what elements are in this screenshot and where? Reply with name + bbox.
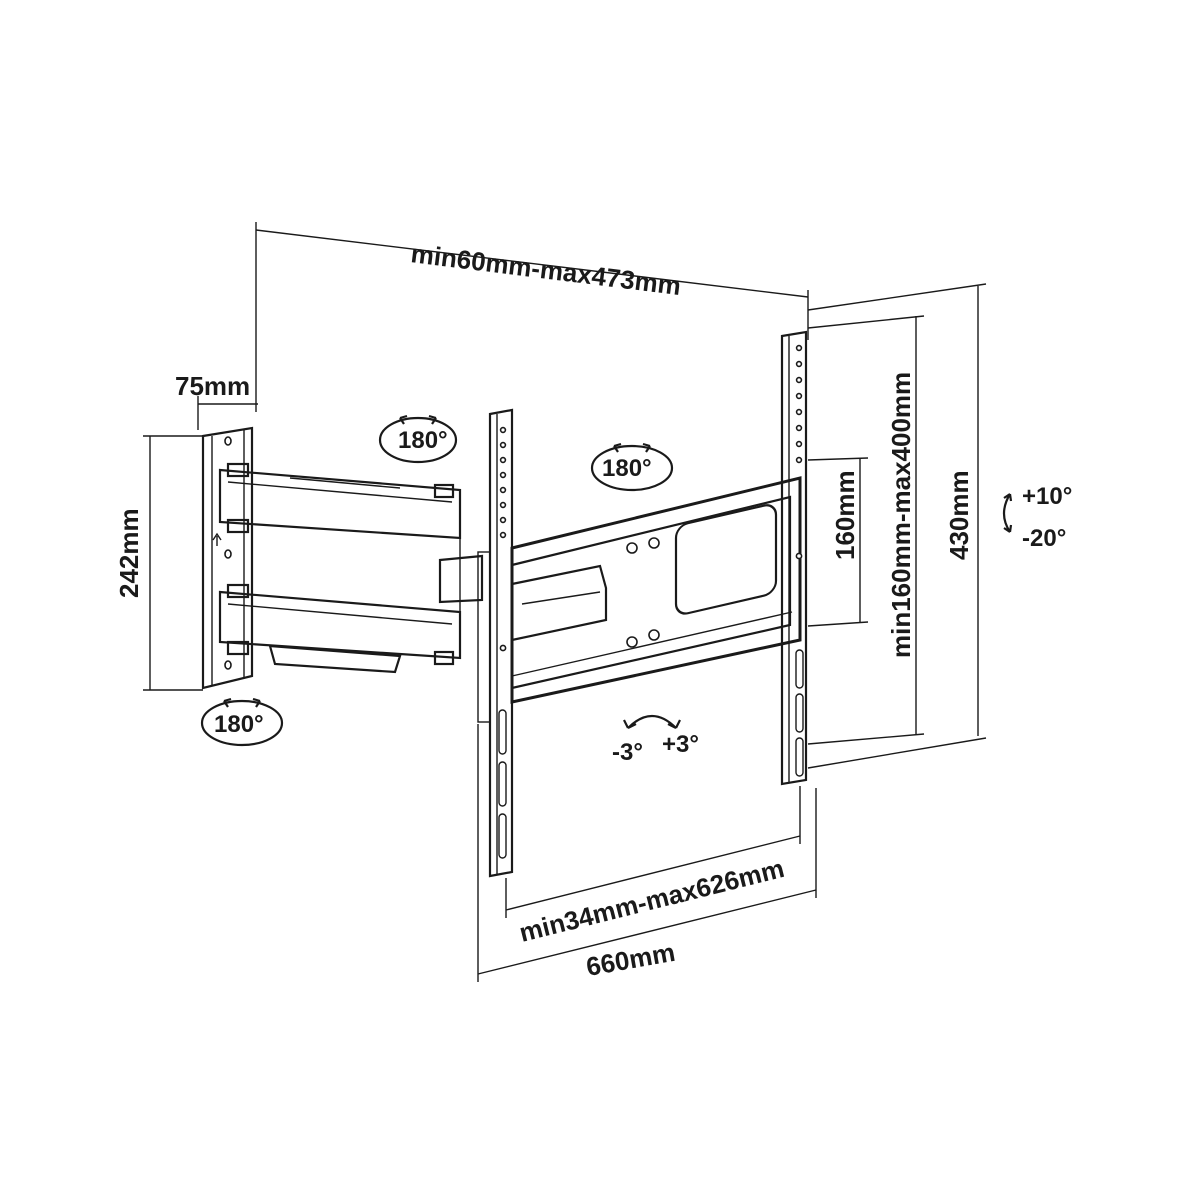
level-plus-label: +3°	[662, 731, 699, 758]
bracket-height-dimension: 430mm	[807, 283, 987, 769]
swivel-arm-label: 180°	[398, 427, 448, 454]
level-minus-label: -3°	[612, 739, 643, 766]
tv-bracket-horizontal	[510, 476, 802, 704]
tv-rail-right	[780, 330, 808, 786]
swivel-wall-label: 180°	[214, 711, 264, 738]
vesa-horizontal-dimension: min34mm-max626mm	[505, 786, 801, 948]
arm-extension-dimension: min60mm-max473mm	[255, 222, 809, 412]
wall-plate-height-label: 242mm	[114, 508, 144, 598]
vesa-horizontal-label: min34mm-max626mm	[516, 853, 787, 948]
rotate-arrow-icon	[627, 714, 677, 729]
rail-holes	[795, 344, 803, 560]
swivel-arrow-icon	[399, 414, 408, 425]
arm-extension-label: min60mm-max473mm	[409, 238, 682, 301]
tilt-up-label: +10°	[1022, 483, 1072, 510]
swivel-head-label: 180°	[602, 455, 652, 482]
swivel-head-indicator: 180°	[590, 442, 674, 492]
wall-plate-width-dimension: 75mm	[175, 371, 258, 430]
swivel-arrow-icon	[223, 697, 232, 708]
rail-holes	[499, 426, 507, 652]
vesa-vertical-label: min160mm-max400mm	[886, 372, 916, 658]
swing-arm-upper	[218, 462, 462, 540]
bracket-height-label: 430mm	[944, 470, 974, 560]
swivel-arrow-icon	[613, 442, 622, 453]
tilt-arrow-icon	[1002, 493, 1011, 533]
wall-plate-height-dimension: 242mm	[114, 435, 203, 691]
level-adjust-indicator: -3° +3°	[612, 714, 699, 766]
arm-pivot	[438, 538, 484, 612]
wall-plate-width-label: 75mm	[175, 371, 250, 401]
tv-rail-left	[477, 408, 514, 878]
tilt-down-label: -20°	[1022, 525, 1066, 552]
swing-arm-lower	[218, 583, 462, 674]
tilt-indicator: +10° -20°	[1002, 483, 1072, 552]
vesa-vertical-min-dimension: 160mm	[807, 457, 869, 627]
vesa-vertical-dimension: min160mm-max400mm	[807, 315, 925, 745]
swivel-arm-indicator: 180°	[378, 414, 458, 464]
vesa-vertical-min-label: 160mm	[830, 470, 860, 560]
up-arrow-icon	[212, 532, 222, 546]
swivel-wall-indicator: 180°	[200, 697, 284, 747]
